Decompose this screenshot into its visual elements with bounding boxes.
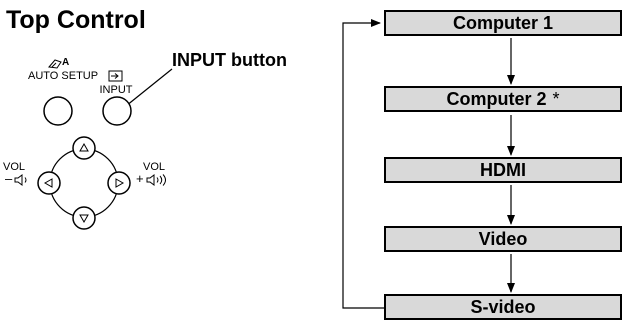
source-box-hdmi: HDMI [384, 157, 622, 183]
input-icon [108, 69, 124, 82]
up-button[interactable] [72, 136, 96, 160]
source-label: Computer 1 [452, 12, 553, 33]
down-button[interactable] [72, 206, 96, 230]
speaker-low-icon [14, 174, 27, 186]
page-title: Top Control [6, 6, 146, 34]
vol-minus-sign: – [5, 171, 13, 186]
source-label: S-video [470, 296, 536, 317]
triangle-down-icon [79, 214, 89, 224]
auto-setup-label: AUTO SETUP [28, 70, 99, 82]
vol-down-button[interactable] [37, 171, 61, 195]
triangle-left-icon [43, 178, 53, 188]
triangle-up-icon [79, 142, 89, 152]
vol-plus-indicator: + [136, 171, 172, 187]
vol-minus-indicator: – [5, 171, 35, 187]
input-label: INPUT [99, 84, 133, 96]
source-label: Computer 2 [446, 88, 547, 109]
vol-up-button[interactable] [107, 171, 131, 195]
triangle-right-icon [115, 178, 125, 188]
source-box-computer-2: Computer 2 * [384, 86, 622, 112]
speaker-high-icon [146, 174, 166, 186]
source-box-s-video: S-video [384, 294, 622, 320]
source-label: Video [478, 228, 528, 249]
vol-minus-label: VOL [2, 161, 25, 173]
input-button-callout: INPUT button [172, 50, 287, 70]
auto-setup-button[interactable] [43, 96, 73, 126]
source-box-video: Video [384, 226, 622, 252]
vol-plus-sign: + [136, 171, 144, 186]
callout-line [125, 68, 173, 107]
auto-setup-icon: A [47, 57, 73, 69]
asterisk-note: * [552, 88, 560, 109]
loop-arrow [342, 19, 384, 309]
input-button[interactable] [102, 96, 132, 126]
auto-setup-icon-letter: A [62, 57, 70, 68]
source-box-computer-1: Computer 1 [384, 10, 622, 36]
source-label: HDMI [480, 159, 526, 180]
vol-plus-label: VOL [142, 161, 165, 173]
